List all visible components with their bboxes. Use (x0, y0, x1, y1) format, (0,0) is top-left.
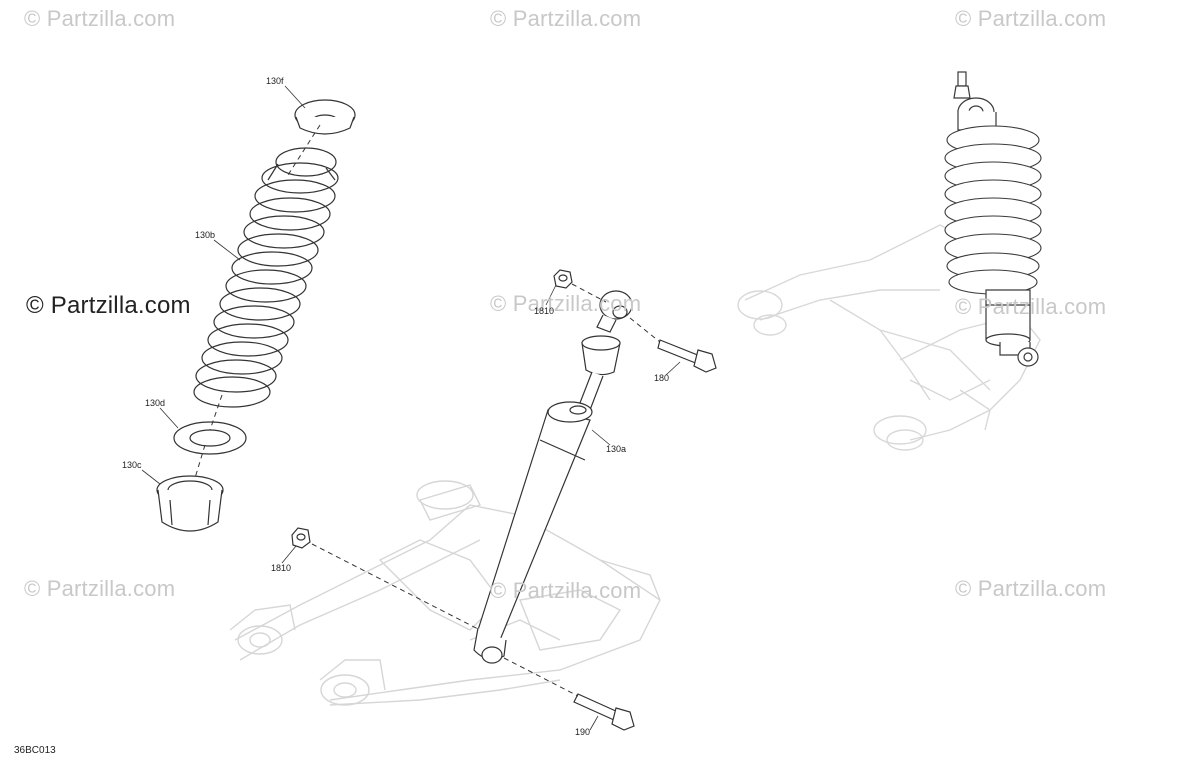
callout-130d: 130d (145, 398, 166, 408)
coil-spring-130b (193, 147, 339, 408)
watermark-top-center: © Partzilla.com (490, 6, 642, 31)
watermark-middle-center: © Partzilla.com (490, 291, 642, 316)
watermark-bottom-center: © Partzilla.com (490, 578, 642, 603)
diagram-code: 36BC013 (14, 745, 56, 756)
watermark-top-right: © Partzilla.com (955, 6, 1107, 31)
watermark-bottom-left: © Partzilla.com (24, 576, 176, 601)
bolt-190 (573, 693, 635, 731)
callout-1810-bottom: 1810 (271, 563, 292, 573)
callout-1810-top: 1810 (534, 306, 555, 316)
callout-180: 180 (654, 373, 670, 383)
flange-nut-1810-bottom (291, 527, 311, 549)
callout-130a: 130a (606, 444, 627, 454)
watermark-middle-right: © Partzilla.com (955, 294, 1107, 319)
watermark-middle-left: © Partzilla.com (26, 292, 191, 319)
callout-leader-lines (141, 85, 681, 731)
callout-130c: 130c (122, 460, 142, 470)
spring-washer-130d (173, 421, 247, 455)
watermark-bottom-right: © Partzilla.com (955, 576, 1107, 601)
spring-seat-130c (156, 475, 224, 532)
callout-130f: 130f (266, 76, 284, 86)
callout-130b: 130b (195, 230, 216, 240)
right-a-arm-ghost (737, 224, 1041, 451)
callout-190: 190 (575, 727, 591, 737)
flange-nut-1810-top (553, 269, 573, 289)
watermark-top-left: © Partzilla.com (24, 6, 176, 31)
spring-retainer-130f (294, 99, 356, 135)
bolt-axis-lines (311, 283, 661, 697)
lower-a-arm-ghost (229, 480, 661, 706)
assembled-shock-absorber (944, 71, 1042, 367)
shock-absorber-130a (473, 290, 633, 664)
spring-axis-line (194, 124, 321, 479)
bolt-180 (657, 339, 717, 373)
